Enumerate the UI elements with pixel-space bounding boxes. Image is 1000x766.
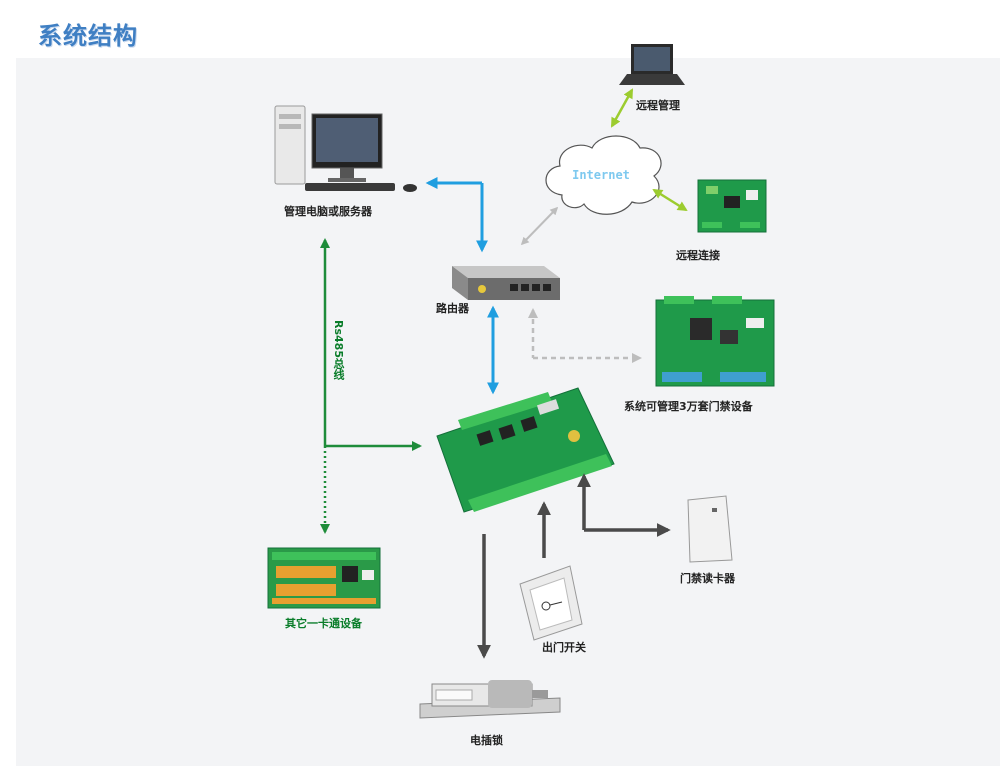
page-title: 系统结构 [38,22,138,50]
rs485-bus-label: Rs485总线 [332,320,345,380]
internet-cloud-icon [545,135,662,215]
internet-laptop-link [610,88,634,128]
main-controller-board-icon [436,387,615,513]
router-label: 路由器 [436,302,469,315]
router-internet-link [520,206,559,246]
remote-board-icon [697,179,767,233]
card-reader-icon [687,495,733,563]
other-devices-label: 其它一卡通设备 [285,617,362,630]
pc-icon [274,105,417,192]
exit-switch-icon [519,565,583,641]
controller-board-right-icon [655,296,775,387]
internet-remote-link [652,188,688,212]
manage-capacity-label: 系统可管理3万套门禁设备 [624,400,753,413]
remote-connect-label: 远程连接 [676,249,720,262]
remote-manage-label: 远程管理 [636,99,680,112]
other-device-board-icon [267,547,381,609]
electric-lock-icon [419,680,561,719]
router-icon [452,266,560,300]
pc-label: 管理电脑或服务器 [284,205,372,218]
card-reader-label: 门禁读卡器 [680,572,735,585]
laptop-icon [619,44,685,85]
electric-lock-label: 电插锁 [470,734,503,747]
internet-label: Internet [572,168,630,182]
exit-switch-label: 出门开关 [542,641,586,654]
